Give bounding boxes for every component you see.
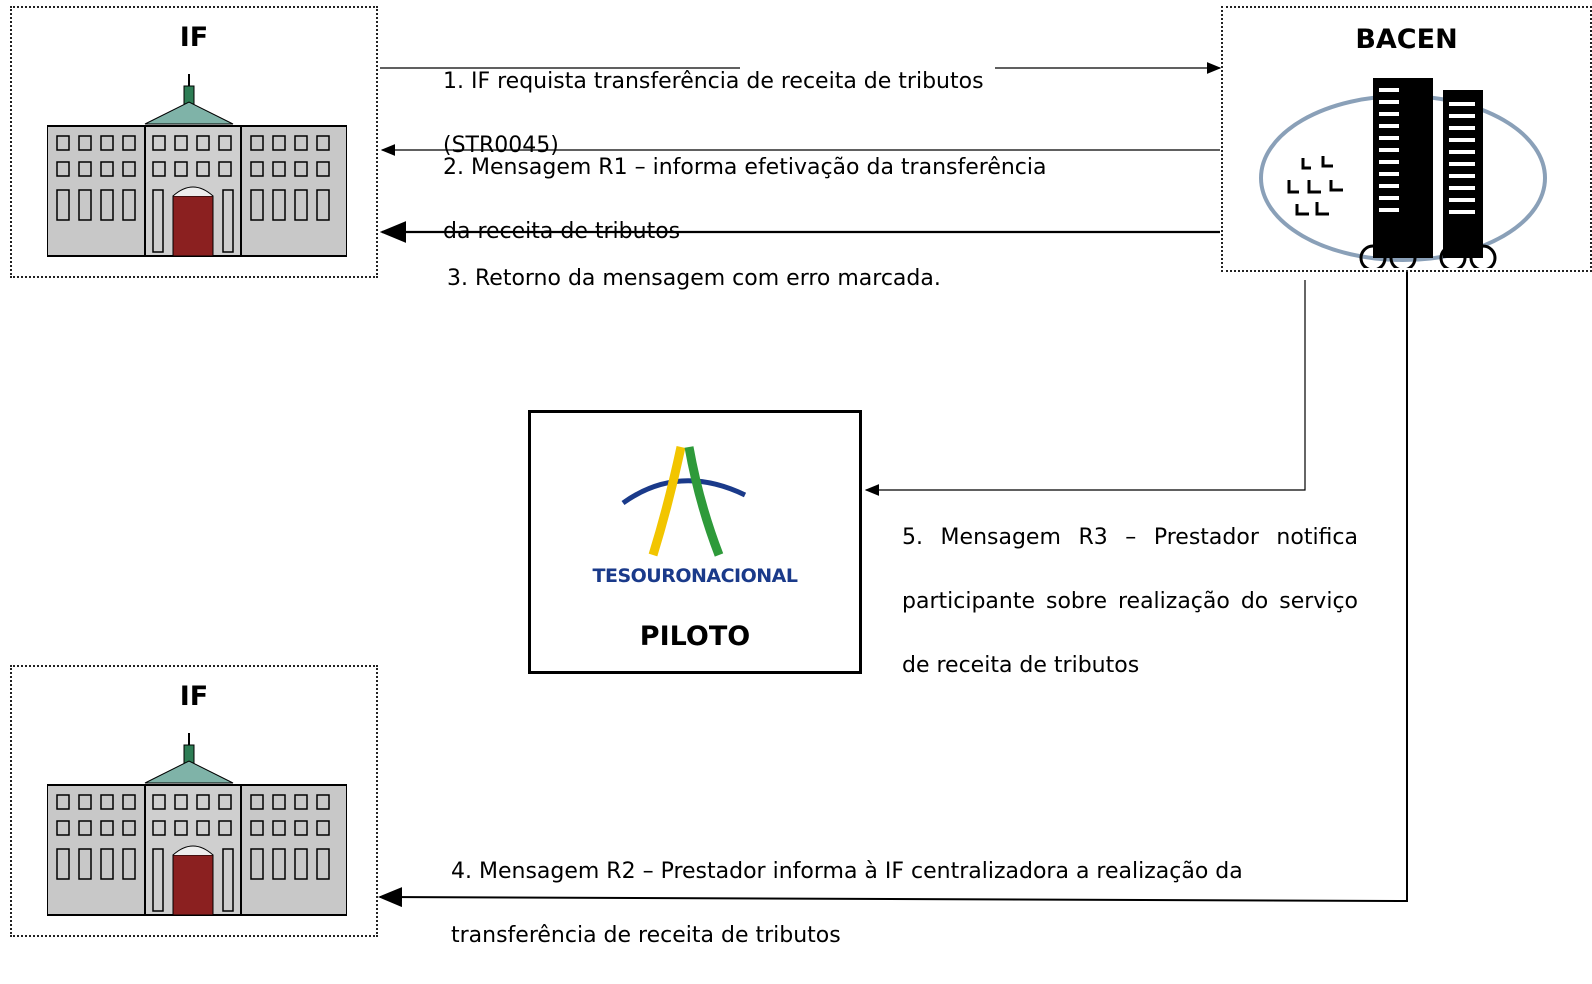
message-5-line-1: 5. Mensagem R3 – Prestador notifica	[902, 525, 1358, 550]
logo-text-nacional: NACIONAL	[691, 565, 798, 587]
arrow-4	[378, 272, 1408, 908]
message-1-line-2: (STR0045)	[443, 133, 559, 158]
if-top-title: IF	[179, 22, 209, 53]
message-1: 1. IF requista transferência de receita …	[443, 34, 984, 194]
message-4-line-2: transferência de receita de tributos	[451, 923, 841, 948]
message-4-line-1: 4. Mensagem R2 – Prestador informa à IF …	[451, 859, 1243, 884]
message-4: 4. Mensagem R2 – Prestador informa à IF …	[451, 824, 1243, 984]
bacen-title: BACEN	[1355, 24, 1458, 55]
message-2-line-2: da receita de tributos	[443, 219, 681, 244]
connectors	[378, 62, 1408, 908]
tesouro-nacional-wordmark: TESOURONACIONAL	[531, 565, 859, 587]
if-bottom-title: IF	[179, 681, 209, 712]
piloto-node: TESOURONACIONAL PILOTO	[528, 410, 862, 674]
building-icon	[47, 74, 347, 257]
message-2: 2. Mensagem R1 – informa efetivação da t…	[443, 120, 1047, 280]
message-5: 5. Mensagem R3 – Prestador notifica part…	[902, 490, 1358, 714]
message-5-line-3: de receita de tributos	[902, 653, 1140, 678]
bacen-logo-icon	[1259, 78, 1547, 268]
arrow-5	[864, 280, 1306, 496]
message-5-line-2: participante sobre realização do serviço	[902, 589, 1358, 614]
if-bottom-node: IF	[10, 665, 378, 937]
bacen-node: BACEN	[1221, 6, 1592, 272]
tesouro-nacional-logo-icon	[621, 446, 747, 557]
message-3-line-1: 3. Retorno da mensagem com erro marcada.	[447, 266, 941, 291]
message-2-line-1: 2. Mensagem R1 – informa efetivação da t…	[443, 155, 1047, 180]
message-3: 3. Retorno da mensagem com erro marcada.	[447, 231, 941, 327]
message-1-line-1: 1. IF requista transferência de receita …	[443, 69, 984, 94]
logo-text-tesouro: TESOURO	[592, 565, 692, 587]
piloto-title: PILOTO	[639, 621, 751, 652]
if-top-node: IF	[10, 6, 378, 278]
building-icon	[47, 733, 347, 916]
